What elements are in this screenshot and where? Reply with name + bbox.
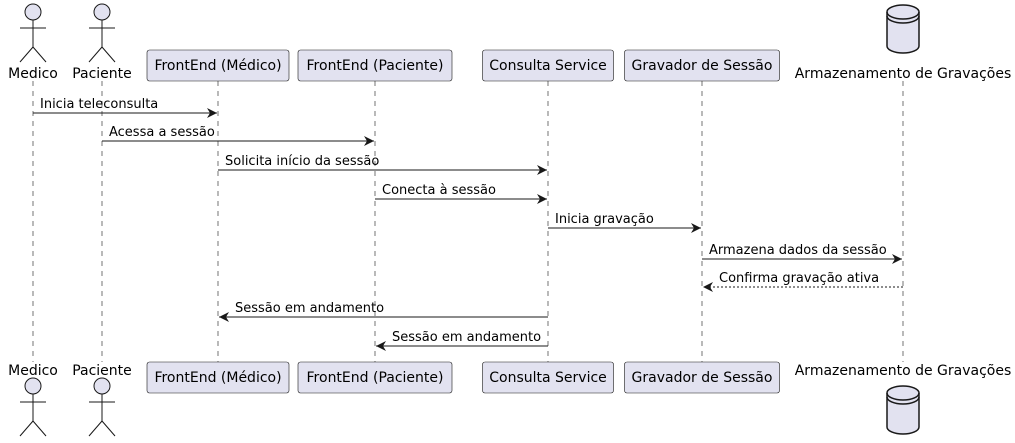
participant-label: Consulta Service xyxy=(489,370,607,386)
participant-box xyxy=(146,49,290,82)
database-armazenamento-bottom: Armazenamento de Gravações xyxy=(795,363,1012,435)
participant-box xyxy=(297,361,453,394)
message-8: Sessão em andamento xyxy=(219,301,548,322)
participant-gravador-top: Gravador de Sessão xyxy=(624,49,780,82)
message-1: Inicia teleconsulta xyxy=(33,97,217,118)
participant-label: FrontEnd (Paciente) xyxy=(307,370,444,386)
database-icon xyxy=(886,385,920,435)
participant-box xyxy=(297,49,453,82)
participant-consulta-top: Consulta Service xyxy=(482,49,614,82)
message-label: Sessão em andamento xyxy=(392,330,541,345)
message-label: Conecta à sessão xyxy=(382,183,496,198)
actor-label: Paciente xyxy=(72,363,132,379)
participant-label: FrontEnd (Paciente) xyxy=(307,58,444,74)
actor-icon xyxy=(19,377,47,437)
participant-fe_paciente-bottom: FrontEnd (Paciente) xyxy=(297,361,453,394)
database-label: Armazenamento de Gravações xyxy=(795,66,1012,82)
database-label: Armazenamento de Gravações xyxy=(795,363,1012,379)
message-7: Confirma gravação ativa xyxy=(703,271,903,292)
message-label: Sessão em andamento xyxy=(235,301,384,316)
actor-paciente-bottom: Paciente xyxy=(72,363,132,437)
message-6: Armazena dados da sessão xyxy=(702,243,902,264)
actor-label: Paciente xyxy=(72,66,132,82)
participant-label: Gravador de Sessão xyxy=(632,58,773,74)
message-label: Confirma gravação ativa xyxy=(719,271,879,286)
message-4: Conecta à sessão xyxy=(375,183,547,204)
actor-label: Medico xyxy=(8,363,58,379)
actor-paciente-top: Paciente xyxy=(72,3,132,82)
actor-icon xyxy=(88,3,116,63)
message-label: Solicita início da sessão xyxy=(225,154,379,169)
participant-box xyxy=(624,361,780,394)
message-label: Armazena dados da sessão xyxy=(709,243,887,258)
actor-icon xyxy=(19,3,47,63)
message-label: Acessa a sessão xyxy=(109,125,215,140)
message-label: Inicia teleconsulta xyxy=(40,97,158,112)
participant-box xyxy=(624,49,780,82)
message-2: Acessa a sessão xyxy=(102,125,374,146)
participant-gravador-bottom: Gravador de Sessão xyxy=(624,361,780,394)
participant-box xyxy=(482,49,614,82)
participant-label: FrontEnd (Médico) xyxy=(154,58,281,74)
participant-fe_medico-bottom: FrontEnd (Médico) xyxy=(146,361,290,394)
message-9: Sessão em andamento xyxy=(376,330,548,351)
participant-consulta-bottom: Consulta Service xyxy=(482,361,614,394)
participant-label: Consulta Service xyxy=(489,58,607,74)
participant-box xyxy=(482,361,614,394)
actor-label: Medico xyxy=(8,66,58,82)
database-icon xyxy=(886,4,920,54)
message-5: Inicia gravação xyxy=(548,212,701,233)
participant-box xyxy=(146,361,290,394)
participant-label: Gravador de Sessão xyxy=(632,370,773,386)
participant-fe_medico-top: FrontEnd (Médico) xyxy=(146,49,290,82)
actor-medico-bottom: Medico xyxy=(8,363,58,437)
participant-fe_paciente-top: FrontEnd (Paciente) xyxy=(297,49,453,82)
message-label: Inicia gravação xyxy=(555,212,654,227)
database-armazenamento-top: Armazenamento de Gravações xyxy=(795,4,1012,82)
actor-medico-top: Medico xyxy=(8,3,58,82)
actor-icon xyxy=(88,377,116,437)
message-3: Solicita início da sessão xyxy=(218,154,547,175)
participant-label: FrontEnd (Médico) xyxy=(154,370,281,386)
